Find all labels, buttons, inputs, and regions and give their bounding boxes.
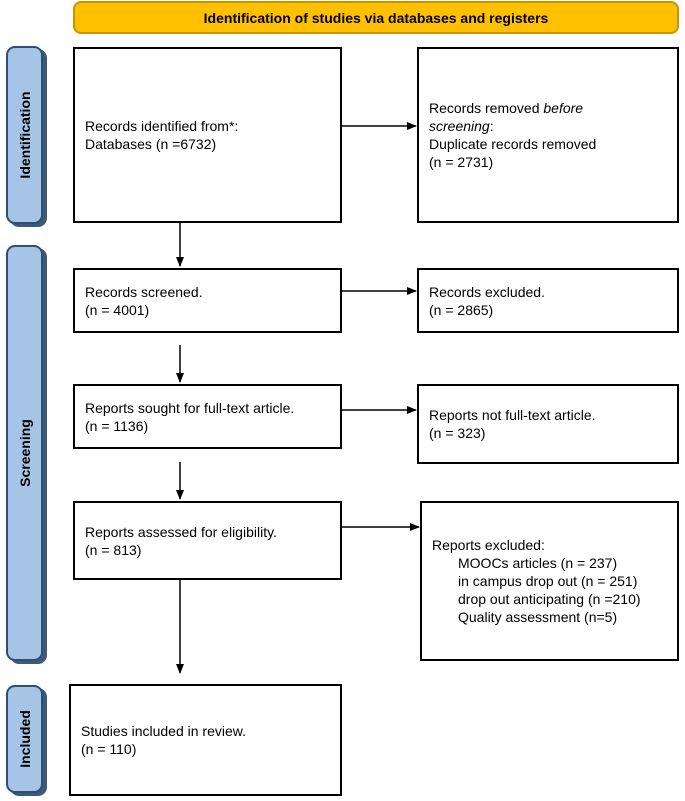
reports-sought-line1: Reports sought for full-text article. <box>85 399 295 416</box>
studies-included-line2: (n = 110) <box>81 741 137 757</box>
records-excluded-line1: Records excluded. <box>429 283 545 300</box>
box-reports-not-fulltext: Reports not full-text article. (n = 323) <box>417 384 679 464</box>
phase-screening: Screening <box>6 245 43 661</box>
box-records-excluded: Records excluded. (n = 2865) <box>417 268 679 333</box>
records-screened-line1: Records screened. <box>85 283 203 300</box>
phase-identification: Identification <box>6 46 43 224</box>
reports-assessed-line1: Reports assessed for eligibility. <box>85 523 277 540</box>
records-removed-line3: Duplicate records removed <box>429 136 597 152</box>
reports-excluded-title: Reports excluded: <box>432 537 545 553</box>
records-removed-line1: Records removed before <box>429 100 584 116</box>
phase-included: Included <box>6 685 43 793</box>
reports-excluded-item: in campus drop out (n = 251) <box>458 573 638 589</box>
box-studies-included: Studies included in review. (n = 110) <box>69 684 342 796</box>
box-reports-excluded: Reports excluded: MOOCs articles (n = 23… <box>420 501 679 661</box>
box-records-identified: Records identified from*: Databases (n =… <box>73 47 342 223</box>
reports-sought-line2: (n = 1136) <box>85 417 149 434</box>
records-removed-line2: screening: <box>429 118 494 134</box>
reports-excluded-item: Quality assessment (n=5) <box>458 609 618 625</box>
records-removed-line4: (n = 2731) <box>429 154 494 170</box>
header-banner: Identification of studies via databases … <box>73 1 679 34</box>
records-identified-line2: Databases (n =6732) <box>85 136 217 152</box>
box-records-removed: Records removed before screening: Duplic… <box>417 47 679 223</box>
reports-assessed-line2: (n = 813) <box>85 541 142 558</box>
box-reports-assessed: Reports assessed for eligibility. (n = 8… <box>73 501 342 580</box>
reports-not-fulltext-line1: Reports not full-text article. <box>429 407 596 423</box>
box-reports-sought: Reports sought for full-text article. (n… <box>73 384 342 449</box>
records-excluded-line2: (n = 2865) <box>429 301 494 318</box>
reports-not-fulltext-line2: (n = 323) <box>429 425 486 441</box>
header-title: Identification of studies via databases … <box>203 9 549 26</box>
records-screened-line2: (n = 4001) <box>85 301 150 318</box>
studies-included-line1: Studies included in review. <box>81 723 246 739</box>
records-identified-line1: Records identified from*: <box>85 118 239 134</box>
reports-excluded-item: drop out anticipating (n =210) <box>458 591 641 607</box>
reports-excluded-item: MOOCs articles (n = 237) <box>458 555 618 571</box>
box-records-screened: Records screened. (n = 4001) <box>73 268 342 333</box>
